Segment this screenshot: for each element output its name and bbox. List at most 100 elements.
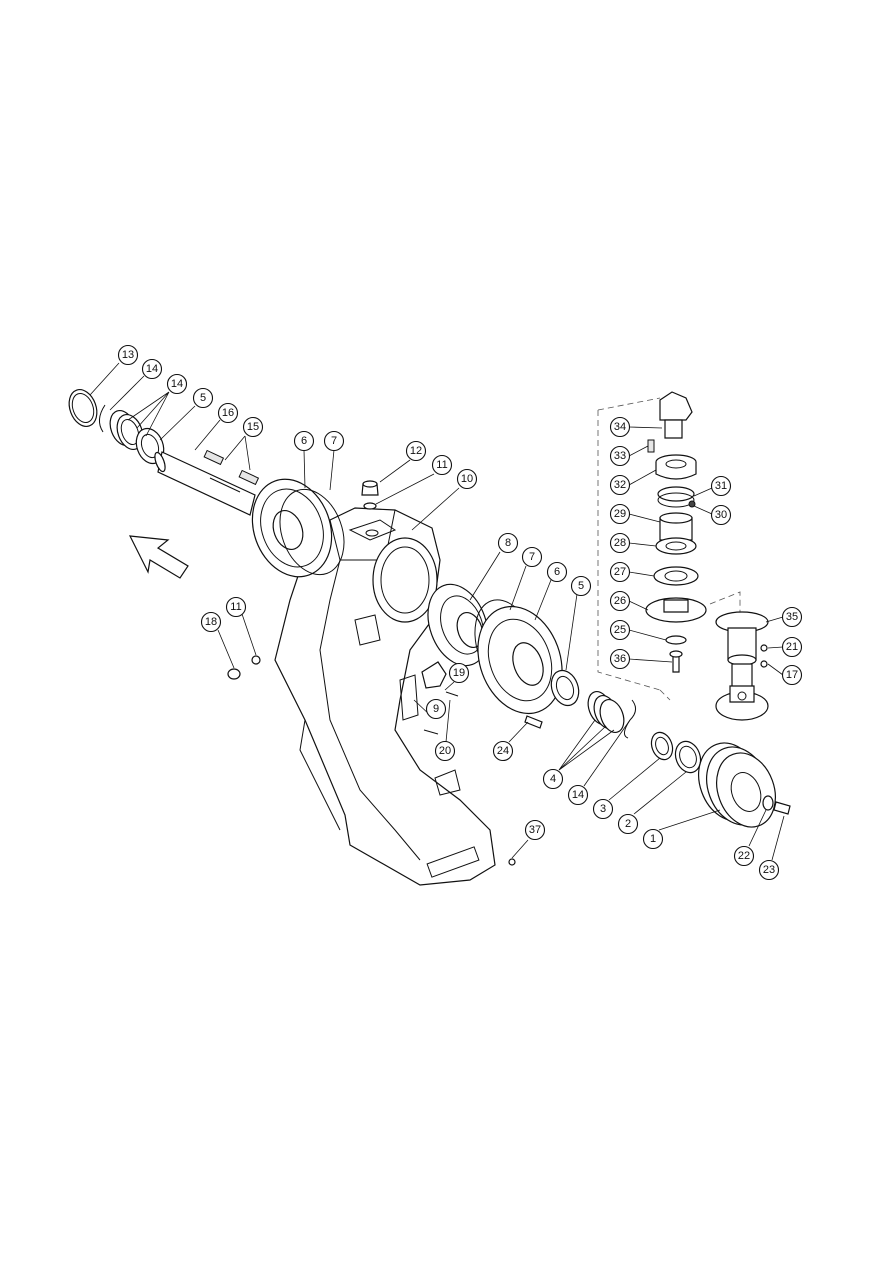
callout-36: 36 (609, 648, 631, 670)
callout-7: 7 (323, 430, 345, 452)
callout-label: 30 (715, 509, 727, 521)
right-flange-assembly (427, 583, 580, 729)
callout-label: 11 (436, 459, 447, 471)
callout-label: 14 (171, 378, 183, 390)
direction-arrow (128, 535, 189, 579)
callout-35: 35 (781, 606, 803, 628)
gearbox-housing (274, 507, 496, 886)
callout-label: 24 (497, 745, 509, 757)
callout-label: 31 (715, 480, 727, 492)
callout-33: 33 (609, 445, 631, 467)
callout-11: 11 (225, 596, 247, 618)
callout-label: 14 (146, 363, 158, 375)
callout-29: 29 (609, 503, 631, 525)
callout-4: 4 (542, 768, 564, 790)
callout-14: 14 (141, 358, 163, 380)
callout-label: 17 (786, 669, 798, 681)
callout-label: 16 (222, 407, 234, 419)
callout-label: 35 (786, 611, 798, 623)
callout-31: 31 (710, 475, 732, 497)
callout-label: 34 (614, 421, 626, 433)
callout-17: 17 (781, 664, 803, 686)
callout-label: 14 (572, 789, 584, 801)
callout-label: 12 (410, 445, 422, 457)
callout-label: 26 (614, 595, 626, 607)
pulley (698, 742, 791, 828)
callout-label: 5 (578, 580, 584, 592)
cover-plate (421, 661, 447, 689)
callout-6: 6 (546, 561, 568, 583)
small-plug (508, 858, 516, 866)
callout-label: 19 (453, 667, 465, 679)
small-screw-2 (423, 729, 439, 735)
callout-13: 13 (117, 344, 139, 366)
callout-27: 27 (609, 561, 631, 583)
callout-14: 14 (166, 373, 188, 395)
callout-30: 30 (710, 504, 732, 526)
callout-label: 4 (550, 773, 556, 785)
callout-label: 23 (763, 864, 775, 876)
callout-label: 5 (200, 392, 206, 404)
callout-18: 18 (200, 611, 222, 633)
callout-label: 7 (529, 551, 535, 563)
callout-label: 15 (247, 421, 259, 433)
callout-label: 21 (786, 641, 798, 653)
universal-joint (709, 591, 769, 721)
callout-26: 26 (609, 590, 631, 612)
callout-11: 11 (431, 454, 453, 476)
callout-5: 5 (192, 387, 214, 409)
callout-label: 27 (614, 566, 626, 578)
callout-25: 25 (609, 619, 631, 641)
callout-label: 10 (461, 473, 473, 485)
callout-label: 11 (230, 601, 241, 613)
callout-28: 28 (609, 532, 631, 554)
callout-label: 13 (122, 349, 134, 361)
callout-label: 2 (625, 818, 631, 830)
left-shaft-assembly (68, 389, 260, 516)
callout-23: 23 (758, 859, 780, 881)
callout-34: 34 (609, 416, 631, 438)
leader-lines (89, 362, 785, 861)
callout-label: 29 (614, 508, 626, 520)
callout-label: 33 (614, 450, 626, 462)
callout-2: 2 (617, 813, 639, 835)
drain-plug (227, 655, 261, 680)
callout-20: 20 (434, 740, 456, 762)
callout-label: 6 (554, 566, 560, 578)
callout-label: 32 (614, 479, 626, 491)
callout-label: 20 (439, 745, 451, 757)
callout-7: 7 (521, 546, 543, 568)
callout-8: 8 (497, 532, 519, 554)
callout-label: 22 (738, 850, 750, 862)
callout-label: 6 (301, 435, 307, 447)
callout-6: 6 (293, 430, 315, 452)
callout-16: 16 (217, 402, 239, 424)
callout-label: 18 (205, 616, 217, 628)
callout-label: 1 (650, 833, 656, 845)
callout-label: 28 (614, 537, 626, 549)
callout-15: 15 (242, 416, 264, 438)
callout-32: 32 (609, 474, 631, 496)
callout-19: 19 (448, 662, 470, 684)
callout-label: 25 (614, 624, 626, 636)
callout-37: 37 (524, 819, 546, 841)
callout-10: 10 (456, 468, 478, 490)
callout-21: 21 (781, 636, 803, 658)
callout-label: 3 (600, 803, 606, 815)
callout-9: 9 (425, 698, 447, 720)
flange-left (251, 478, 345, 578)
plug-and-washer (361, 480, 379, 510)
callout-22: 22 (733, 845, 755, 867)
callout-1: 1 (642, 828, 664, 850)
callouts: 13 14 14 5 16 15 6 7 12 11 10 18 11 8 7 … (117, 344, 803, 881)
callout-3: 3 (592, 798, 614, 820)
callout-label: 37 (529, 824, 541, 836)
callout-label: 8 (505, 537, 511, 549)
callout-5: 5 (570, 575, 592, 597)
spring-and-rings (587, 690, 702, 774)
callout-12: 12 (405, 440, 427, 462)
callout-label: 7 (331, 435, 337, 447)
small-screw (445, 691, 459, 697)
vertical-gear-stack (597, 391, 707, 701)
